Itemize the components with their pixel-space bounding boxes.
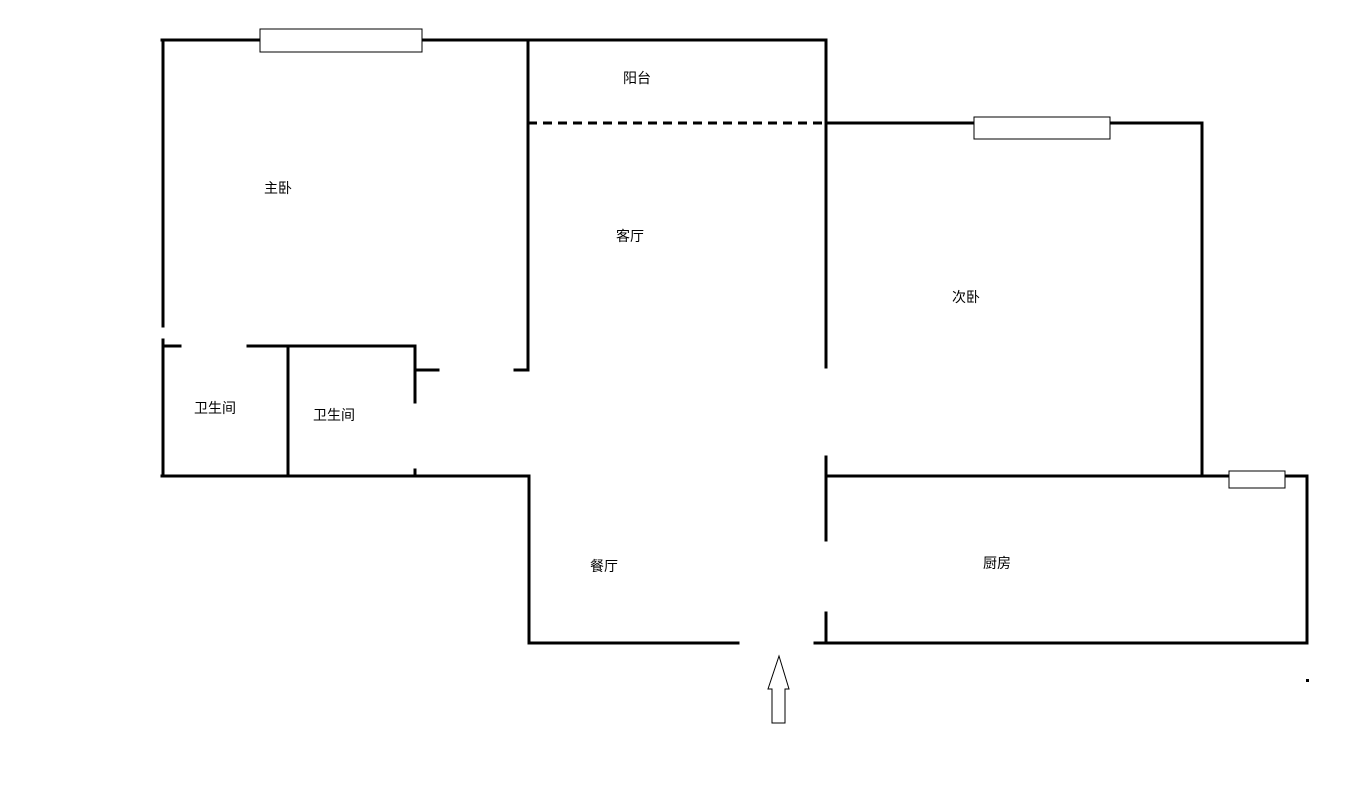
room-label-bathroom-2: 卫生间 — [313, 408, 355, 424]
room-label-kitchen: 厨房 — [983, 556, 1011, 572]
room-label-second-bedroom: 次卧 — [952, 290, 980, 306]
window — [973, 116, 1111, 140]
room-label-living-room: 客厅 — [616, 229, 644, 245]
window — [259, 28, 423, 53]
up-arrow-icon — [767, 654, 790, 724]
room-label-master-bedroom: 主卧 — [264, 181, 292, 197]
window — [1228, 470, 1286, 489]
dot — [1306, 679, 1309, 682]
room-label-dining-room: 餐厅 — [590, 559, 618, 575]
room-label-balcony: 阳台 — [623, 71, 651, 87]
room-label-bathroom-1: 卫生间 — [194, 401, 236, 417]
